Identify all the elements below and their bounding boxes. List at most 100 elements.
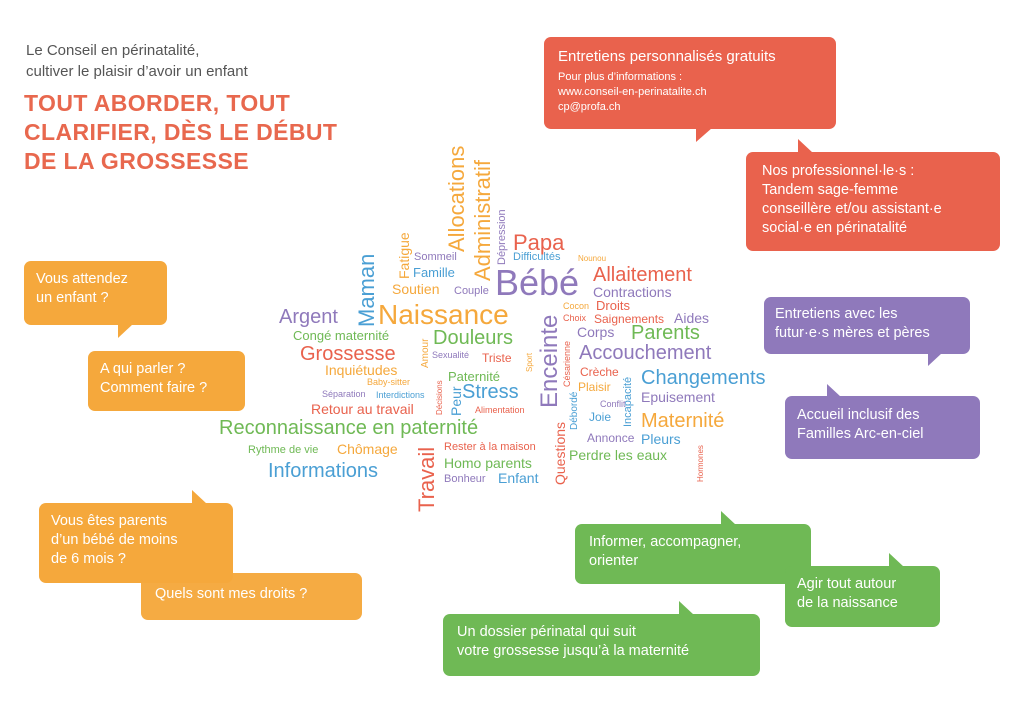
website-link[interactable]: www.conseil-en-perinatalite.ch <box>558 86 707 98</box>
word-reconnaissance: Reconnaissance en paternité <box>219 417 479 439</box>
word-sexualite: Sexualité <box>432 350 470 360</box>
bubble-dossier-perinatal: Un dossier périnatal qui suit votre gros… <box>443 601 760 676</box>
word-fatigue: Fatigue <box>396 232 412 279</box>
bubble-vous-attendez: Vous attendez un enfant ? <box>24 261 167 338</box>
bubble-line: Informer, accompagner, <box>589 534 742 550</box>
word-perdre-les-eaux: Perdre les eaux <box>569 447 668 463</box>
word-bebe: Bébé <box>495 262 580 303</box>
bubble-informer: Informer, accompagner, orienter <box>575 511 811 584</box>
word-enfant: Enfant <box>498 470 539 486</box>
word-grossesse: Grossesse <box>300 343 396 365</box>
word-douleurs: Douleurs <box>433 327 514 349</box>
bubble-professionnels: Nos professionnel·le·s : Tandem sage-fem… <box>746 139 1000 251</box>
word-enceinte: Enceinte <box>536 314 563 408</box>
headline-line-2: CLARIFIER, DÈS LE DÉBUT <box>24 119 338 145</box>
headline-line-3: DE LA GROSSESSE <box>24 148 249 174</box>
word-amour: Amour <box>420 338 431 368</box>
word-difficultes: Difficultés <box>513 251 561 263</box>
word-droits: Droits <box>596 298 630 313</box>
word-cocon: Cocon <box>563 301 590 311</box>
word-deborde: Débordé <box>569 391 580 430</box>
word-peur: Peur <box>448 386 464 416</box>
word-sport: Sport <box>525 352 534 372</box>
bubble-tail <box>798 139 813 153</box>
word-hormones: Hormones <box>696 445 705 482</box>
word-bonheur: Bonheur <box>444 473 486 485</box>
word-paternite: Paternité <box>448 369 501 384</box>
bubble-a-qui-parler: A qui parler ? Comment faire ? <box>88 351 245 411</box>
word-baby-sitter: Baby-sitter <box>367 377 411 387</box>
word-allaitement: Allaitement <box>593 264 692 286</box>
word-annonce: Annonce <box>587 431 635 445</box>
word-maternite: Maternité <box>641 410 725 432</box>
info-label: Pour plus d’informations : <box>558 71 683 83</box>
word-parents: Parents <box>631 322 700 344</box>
intro-text: Le Conseil en périnatalité, cultiver le … <box>26 40 248 82</box>
bubble-tail <box>679 601 694 615</box>
word-pleurs: Pleurs <box>641 431 681 447</box>
word-changements: Changements <box>641 367 766 389</box>
bubble-parents-bebe: Vous êtes parents d’un bébé de moins de … <box>39 490 233 583</box>
bubble-line: Un dossier périnatal qui suit <box>457 624 636 640</box>
bubble-tail <box>721 511 736 525</box>
bubble-line: votre grossesse jusqu’à la maternité <box>457 643 690 659</box>
bubble-line: d’un bébé de moins <box>51 532 178 548</box>
word-saignements: Saignements <box>594 312 665 326</box>
bubble-line: Vous attendez <box>36 271 128 287</box>
bubble-line: un enfant ? <box>36 290 109 306</box>
word-informations: Informations <box>268 460 379 482</box>
bubble-line: Accueil inclusif des <box>797 407 920 423</box>
bubble-futurs-parents: Entretiens avec les futur·e·s mères et p… <box>764 297 970 366</box>
word-cesarienne: Césarienne <box>562 340 572 387</box>
bubble-line: de la naissance <box>797 595 898 611</box>
bubble-line: social·e en périnatalité <box>762 220 908 236</box>
word-alimentation: Alimentation <box>475 405 525 415</box>
word-joie: Joie <box>589 410 612 424</box>
bubble-line: orienter <box>589 553 639 569</box>
word-triste: Triste <box>482 351 512 365</box>
bubble-quels-droits: Quels sont mes droits ? <box>141 573 362 620</box>
word-papa: Papa <box>513 230 565 255</box>
word-rester-maison: Rester à la maison <box>444 441 536 453</box>
bubble-line: de 6 mois ? <box>51 551 126 567</box>
word-nounou: Nounou <box>578 254 607 263</box>
intro-line-2: cultiver le plaisir d’avoir un enfant <box>26 63 248 80</box>
bubble-tail <box>889 553 904 567</box>
bubble-line: Comment faire ? <box>100 380 208 396</box>
headline: TOUT ABORDER, TOUT CLARIFIER, DÈS LE DÉB… <box>24 89 337 176</box>
bubble-tail <box>928 353 942 366</box>
word-famille: Famille <box>413 265 455 280</box>
word-choix: Choix <box>563 313 587 323</box>
word-aides: Aides <box>674 310 710 326</box>
word-conge-maternite: Congé maternité <box>293 328 390 343</box>
word-soutien: Soutien <box>392 281 440 297</box>
bubble-tail <box>118 324 133 338</box>
word-sommeil: Sommeil <box>414 251 457 263</box>
word-interdictions: Interdictions <box>376 390 425 400</box>
bubble-line: futur·e·s mères et pères <box>775 325 930 341</box>
word-depression: Dépression <box>496 209 508 265</box>
intro-line-1: Le Conseil en périnatalité, <box>26 42 200 59</box>
bubble-line: Familles Arc-en-ciel <box>797 426 924 442</box>
word-separation: Séparation <box>322 389 366 399</box>
email-link[interactable]: cp@profa.ch <box>558 101 621 113</box>
word-couple: Couple <box>454 285 489 297</box>
word-homo-parents: Homo parents <box>444 455 532 471</box>
word-accouchement: Accouchement <box>579 342 712 364</box>
word-epuisement: Epuisement <box>641 389 715 405</box>
word-creche: Crèche <box>580 365 619 379</box>
word-administratif: Administratif <box>470 159 495 281</box>
bubble-tail <box>827 384 841 397</box>
word-contractions: Contractions <box>593 284 672 300</box>
word-retour-au-travail: Retour au travail <box>311 401 414 417</box>
bubble-line: Entretiens avec les <box>775 306 898 322</box>
bubble-line: Vous êtes parents <box>51 513 168 529</box>
bubble-tail <box>192 490 207 504</box>
word-stress: Stress <box>462 381 519 403</box>
word-corps: Corps <box>577 324 615 340</box>
word-naissance: Naissance <box>378 299 509 330</box>
bubble-tail <box>696 128 712 142</box>
word-argent: Argent <box>279 306 338 328</box>
word-plaisir: Plaisir <box>578 380 611 394</box>
